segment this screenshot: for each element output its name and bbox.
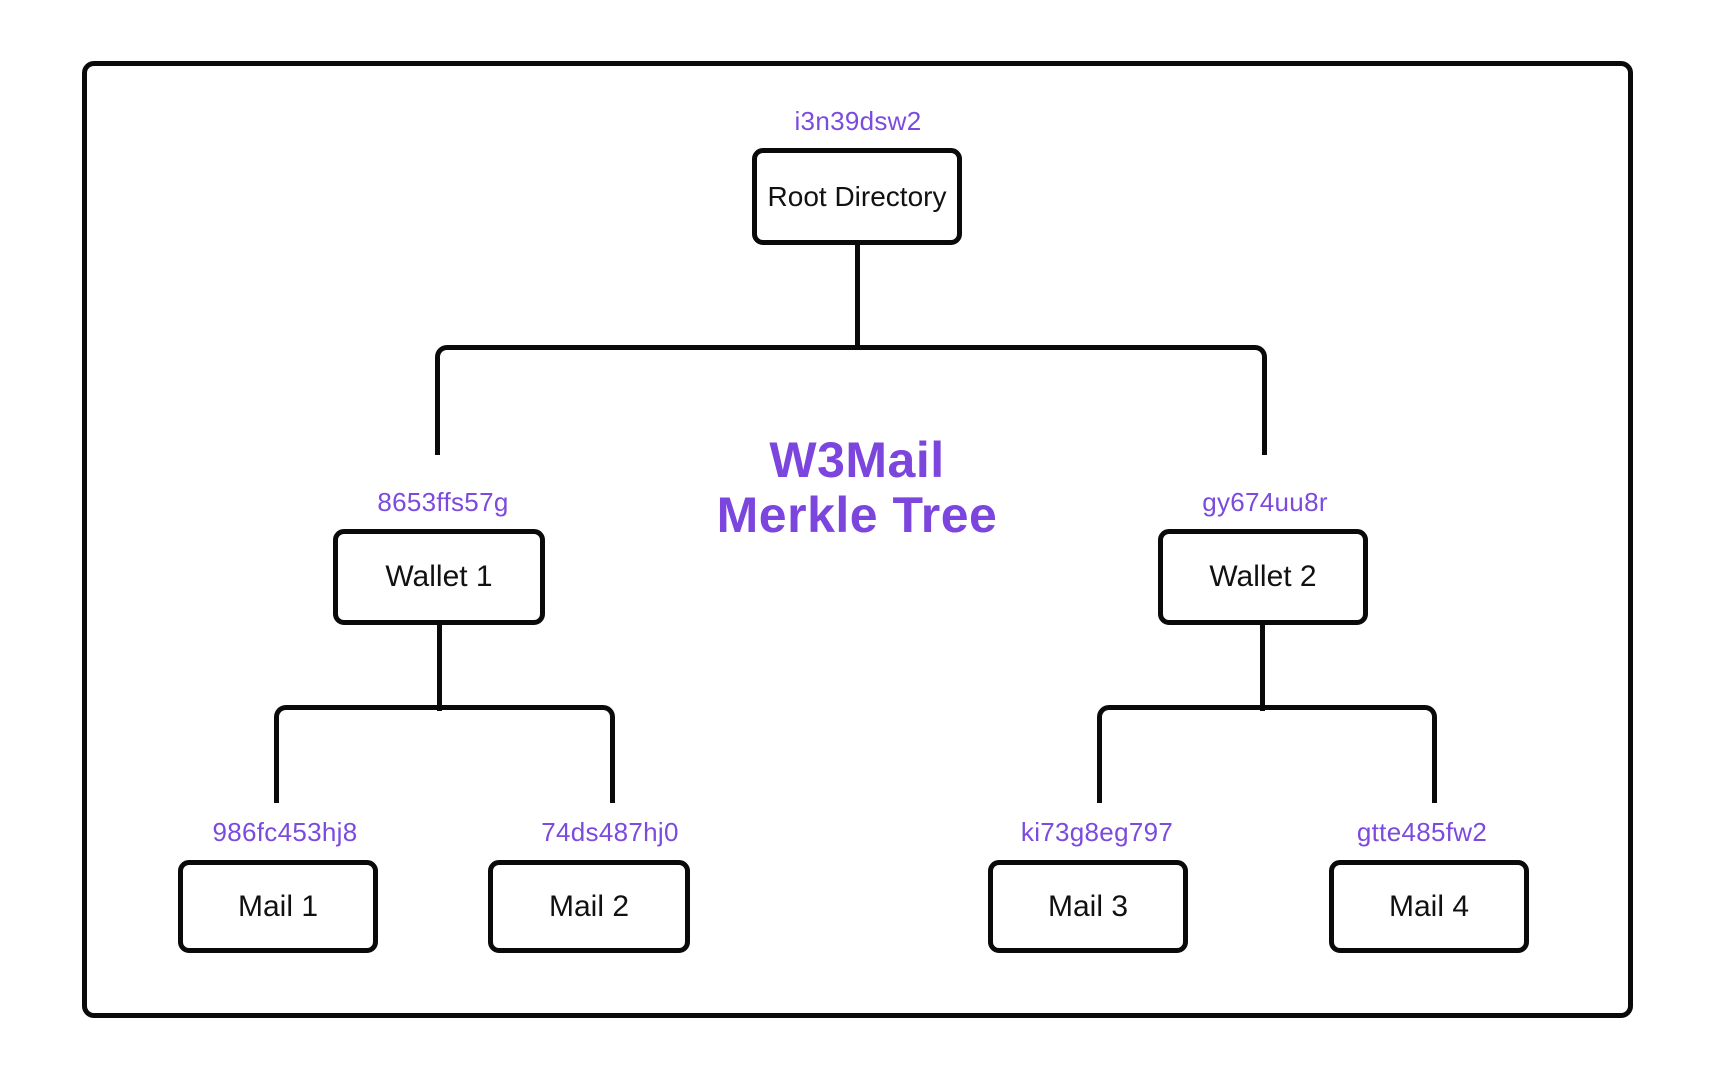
node-root-directory-label: Root Directory: [767, 180, 947, 212]
diagram-title-line2: Merkle Tree: [716, 487, 998, 543]
node-mail-2: Mail 2: [488, 860, 690, 953]
hash-label-mail2: 74ds487hj0: [541, 817, 679, 847]
hash-label-wallet2: gy674uu8r: [1202, 487, 1328, 517]
diagram-title-line1: W3Mail: [769, 432, 945, 488]
node-wallet-2-label: Wallet 2: [1209, 560, 1317, 593]
node-mail-3: Mail 3: [988, 860, 1188, 953]
hash-label-mail3: ki73g8eg797: [1020, 817, 1174, 847]
connector-wallet2-to-mails: [1097, 705, 1437, 803]
connector-wallet2-stem: [1260, 623, 1265, 711]
connector-wallet1-to-mails: [274, 705, 615, 803]
node-mail-4-label: Mail 4: [1388, 889, 1470, 923]
hash-label-root: i3n39dsw2: [794, 106, 922, 136]
connector-wallet1-stem: [437, 623, 442, 711]
node-mail-3-label: Mail 3: [1047, 889, 1129, 923]
node-wallet-2: Wallet 2: [1158, 529, 1368, 625]
node-mail-1: Mail 1: [178, 860, 378, 953]
connector-root-to-wallets: [435, 345, 1267, 455]
node-mail-2-label: Mail 2: [548, 889, 630, 923]
node-mail-4: Mail 4: [1329, 860, 1529, 953]
connector-root-stem: [855, 244, 860, 350]
hash-label-mail1: 986fc453hj8: [212, 817, 358, 847]
hash-label-wallet1: 8653ffs57g: [377, 487, 509, 517]
node-wallet-1: Wallet 1: [333, 529, 545, 625]
hash-label-mail4: gtte485fw2: [1356, 817, 1488, 847]
node-wallet-1-label: Wallet 1: [385, 560, 493, 593]
node-root-directory: Root Directory: [752, 148, 962, 245]
diagram-title: W3Mail Merkle Tree: [607, 433, 1107, 543]
node-mail-1-label: Mail 1: [237, 889, 319, 923]
